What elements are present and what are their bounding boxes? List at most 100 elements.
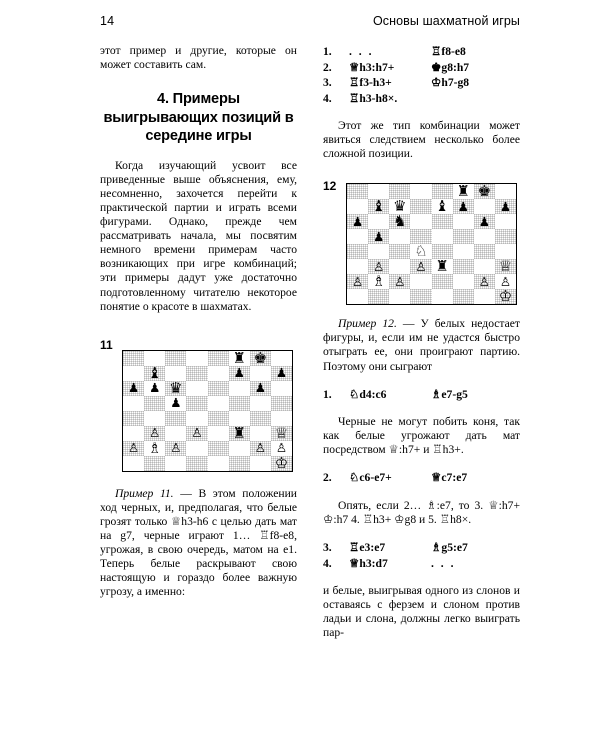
white-knight-icon: ♘ <box>414 242 428 261</box>
black-pawn-icon: ♟ <box>170 394 182 410</box>
black-rook-icon: ♜ <box>232 423 246 442</box>
board-square-c8 <box>389 184 411 200</box>
board-square-g6: ♟ <box>249 380 271 396</box>
board-square-c3 <box>165 426 186 441</box>
board-square-a7 <box>347 199 368 214</box>
example-11-paragraph: Пример 11. — В этом положении ход черных… <box>100 487 297 600</box>
white-pawn-icon: ♙ <box>499 273 512 289</box>
board-square-d5 <box>186 395 208 411</box>
white-pawn-icon: ♙ <box>191 424 203 440</box>
board-square-f6 <box>453 214 474 229</box>
board-square-b6: ♟ <box>144 381 165 396</box>
example-12-paragraph: Пример 12. — У белых недостает фигуры, и… <box>323 317 520 373</box>
page-number: 14 <box>100 14 115 28</box>
board-square-g4 <box>473 244 495 260</box>
black-king-icon: ♚ <box>253 348 268 367</box>
black-pawn-icon: ♟ <box>127 379 140 395</box>
board-square-a1 <box>123 456 144 471</box>
black-pawn-icon: ♟ <box>478 213 490 229</box>
board-square-c1 <box>389 289 410 304</box>
board-grid: ♜♚♝♟♟♟♟♛♟♟♙♙♜♕♙♗♙♙♙♔ <box>123 348 292 472</box>
board-square-e4 <box>207 410 229 426</box>
board-square-f7: ♟ <box>228 364 250 381</box>
board-square-h2: ♙ <box>271 441 292 456</box>
board-square-g1 <box>250 456 271 471</box>
move-white: ♖h3-h8×. <box>349 91 398 105</box>
board-square-f2 <box>453 274 474 289</box>
board-square-f8: ♜ <box>453 184 474 199</box>
board-square-a5 <box>347 229 368 244</box>
board-square-c3 <box>389 259 410 274</box>
board-square-g3 <box>250 426 271 441</box>
black-bishop-icon: ♝ <box>435 197 449 216</box>
board-square-a6: ♟ <box>123 379 145 396</box>
move-white: ♖e3:e7 <box>349 541 386 555</box>
move-black: ♗g5:e7 <box>431 541 468 555</box>
board-square-a3 <box>347 259 368 274</box>
board-square-b6 <box>368 214 389 229</box>
board-square-a4 <box>123 410 145 426</box>
black-bishop-icon: ♝ <box>147 363 162 382</box>
move-row: 4.♕h3:d7. . . <box>323 556 511 572</box>
board-square-f7: ♟ <box>452 198 474 215</box>
move-row: 4. ♖h3-h8×. <box>323 91 511 107</box>
board-square-d6 <box>186 381 207 396</box>
move-number: 1. <box>323 45 332 58</box>
running-head: 14 Основы шахматной игры <box>100 14 520 28</box>
board-square-a2: ♙ <box>347 274 369 290</box>
board-square-a1 <box>347 289 368 304</box>
board-square-c7: ♛ <box>389 199 410 214</box>
board-square-h6 <box>271 381 292 396</box>
board-square-c8 <box>165 350 187 366</box>
move-number: 2. <box>323 471 332 485</box>
board-square-c4 <box>165 410 187 426</box>
paragraph-again: Опять, если 2… ♗:e7, то 3. ♕:h7+ ♔:h7 4.… <box>323 498 520 527</box>
board-square-d6 <box>410 214 431 229</box>
black-knight-icon: ♞ <box>393 212 407 231</box>
board-square-a4 <box>347 244 369 260</box>
board-square-c2: ♙ <box>389 274 411 290</box>
board-square-b4 <box>144 411 165 426</box>
board-square-d4 <box>186 411 207 426</box>
move-row: 3.♖e3:e7♗g5:e7 <box>323 540 511 556</box>
move-number: 4. <box>323 556 332 570</box>
board-square-g3 <box>474 259 495 274</box>
board-square-c2: ♙ <box>165 440 187 456</box>
chessboard-11: ♜♚♝♟♟♟♟♛♟♟♙♙♜♕♙♗♙♙♙♔ <box>122 348 293 472</box>
black-pawn-icon: ♟ <box>499 198 512 214</box>
board-square-c6: ♞ <box>389 212 411 231</box>
board-square-h5 <box>494 229 516 245</box>
move-ellipsis: . . . <box>431 556 456 570</box>
move-white: . . . <box>349 44 431 60</box>
board-square-b3: ♙ <box>144 425 166 441</box>
board-square-h7: ♟ <box>270 365 292 381</box>
board-square-g5 <box>474 229 495 244</box>
diagram-number-11: 11 <box>100 337 113 352</box>
board-square-f1 <box>452 289 474 305</box>
board-square-e6 <box>431 214 453 230</box>
move-black: ♕c7:e7 <box>431 471 468 485</box>
black-pawn-icon: ♟ <box>457 198 469 214</box>
black-pawn-icon: ♟ <box>233 364 245 380</box>
black-king-icon: ♚ <box>477 182 492 201</box>
move-number: 4. <box>323 91 332 105</box>
chess-diagram-11: 11 ♜♚♝♟♟♟♟♛♟♟♙♙♜♕♙♗♙♙♙♔ <box>100 336 297 474</box>
board-square-d2 <box>186 441 207 456</box>
board-square-c6: ♛ <box>165 380 187 396</box>
move-black: . . . <box>431 556 511 572</box>
move-black <box>431 91 511 107</box>
board-square-a7 <box>123 366 144 381</box>
board-square-a2: ♙ <box>123 440 145 456</box>
move-row: 1.. . .♖f8-e8 <box>323 44 511 60</box>
white-king-icon: ♔ <box>274 453 289 472</box>
move-list-1: 1.♘d4:c6♗e7-g5 <box>323 387 511 403</box>
paragraph-after-moves: Этот же тип комбинации может явиться сле… <box>323 119 520 161</box>
move-black: ♚g8:h7 <box>431 60 470 74</box>
white-bishop-icon: ♗ <box>147 438 162 457</box>
board-square-e8 <box>207 350 229 366</box>
diagram-number-12: 12 <box>323 179 337 194</box>
board-square-e1 <box>208 456 229 471</box>
black-bishop-icon: ♝ <box>371 197 386 216</box>
